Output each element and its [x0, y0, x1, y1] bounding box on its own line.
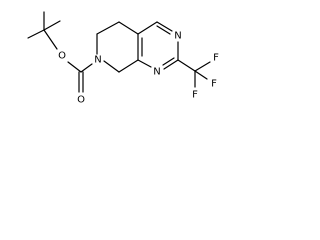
- bond-o-carbonyl-carbon: [67, 61, 82, 73]
- atom-label-nitrogen-pyrimidine-top: N: [174, 31, 181, 42]
- trifluoromethyl-group: [177, 59, 211, 88]
- atom-label-fluorine-bottom: F: [192, 90, 198, 101]
- bond-cf3-f-right: [194, 70, 208, 80]
- atom-label-oxygen-carbonyl: O: [77, 95, 85, 106]
- pyrimidine-ring: [137, 21, 179, 70]
- bond-n1-c8a: [137, 59, 152, 68]
- bond-tbu-quaternary-c-o: [43, 29, 58, 50]
- bond-c5-c4a: [118, 21, 139, 35]
- bond-tbu-methyl-left: [27, 29, 45, 39]
- bond-tbu-methyl-right: [43, 20, 61, 31]
- chemical-structure-diagram: O O N N N F F F: [27, 11, 219, 106]
- atom-label-nitrogen-pyrimidine-bottom: N: [153, 67, 160, 78]
- atom-label-fluorine-right: F: [211, 79, 217, 90]
- bond-c2-cf3: [177, 59, 196, 72]
- bond-cf3-f-top: [194, 61, 211, 72]
- bond-carbonyl-c-n: [80, 63, 93, 73]
- bond-c8-c8a: [118, 59, 139, 73]
- atom-label-nitrogen-ring: N: [94, 55, 101, 66]
- tert-butyl-group: [27, 11, 61, 50]
- atom-label-oxygen-ether: O: [58, 51, 66, 62]
- bond-c4-n3: [156, 21, 173, 32]
- atom-label-fluorine-top: F: [213, 53, 219, 64]
- bond-c4a-c4: [137, 21, 158, 35]
- bond-c2-n1-inner: [162, 57, 175, 66]
- bond-c4-n3-inner: [156, 25, 171, 35]
- bond-c6-c5: [96, 21, 120, 35]
- bond-n-c8: [103, 60, 120, 73]
- carbamate-group: [67, 61, 93, 93]
- bond-c2-n1: [163, 59, 179, 70]
- tetrahydropyridine-ring: [96, 21, 139, 73]
